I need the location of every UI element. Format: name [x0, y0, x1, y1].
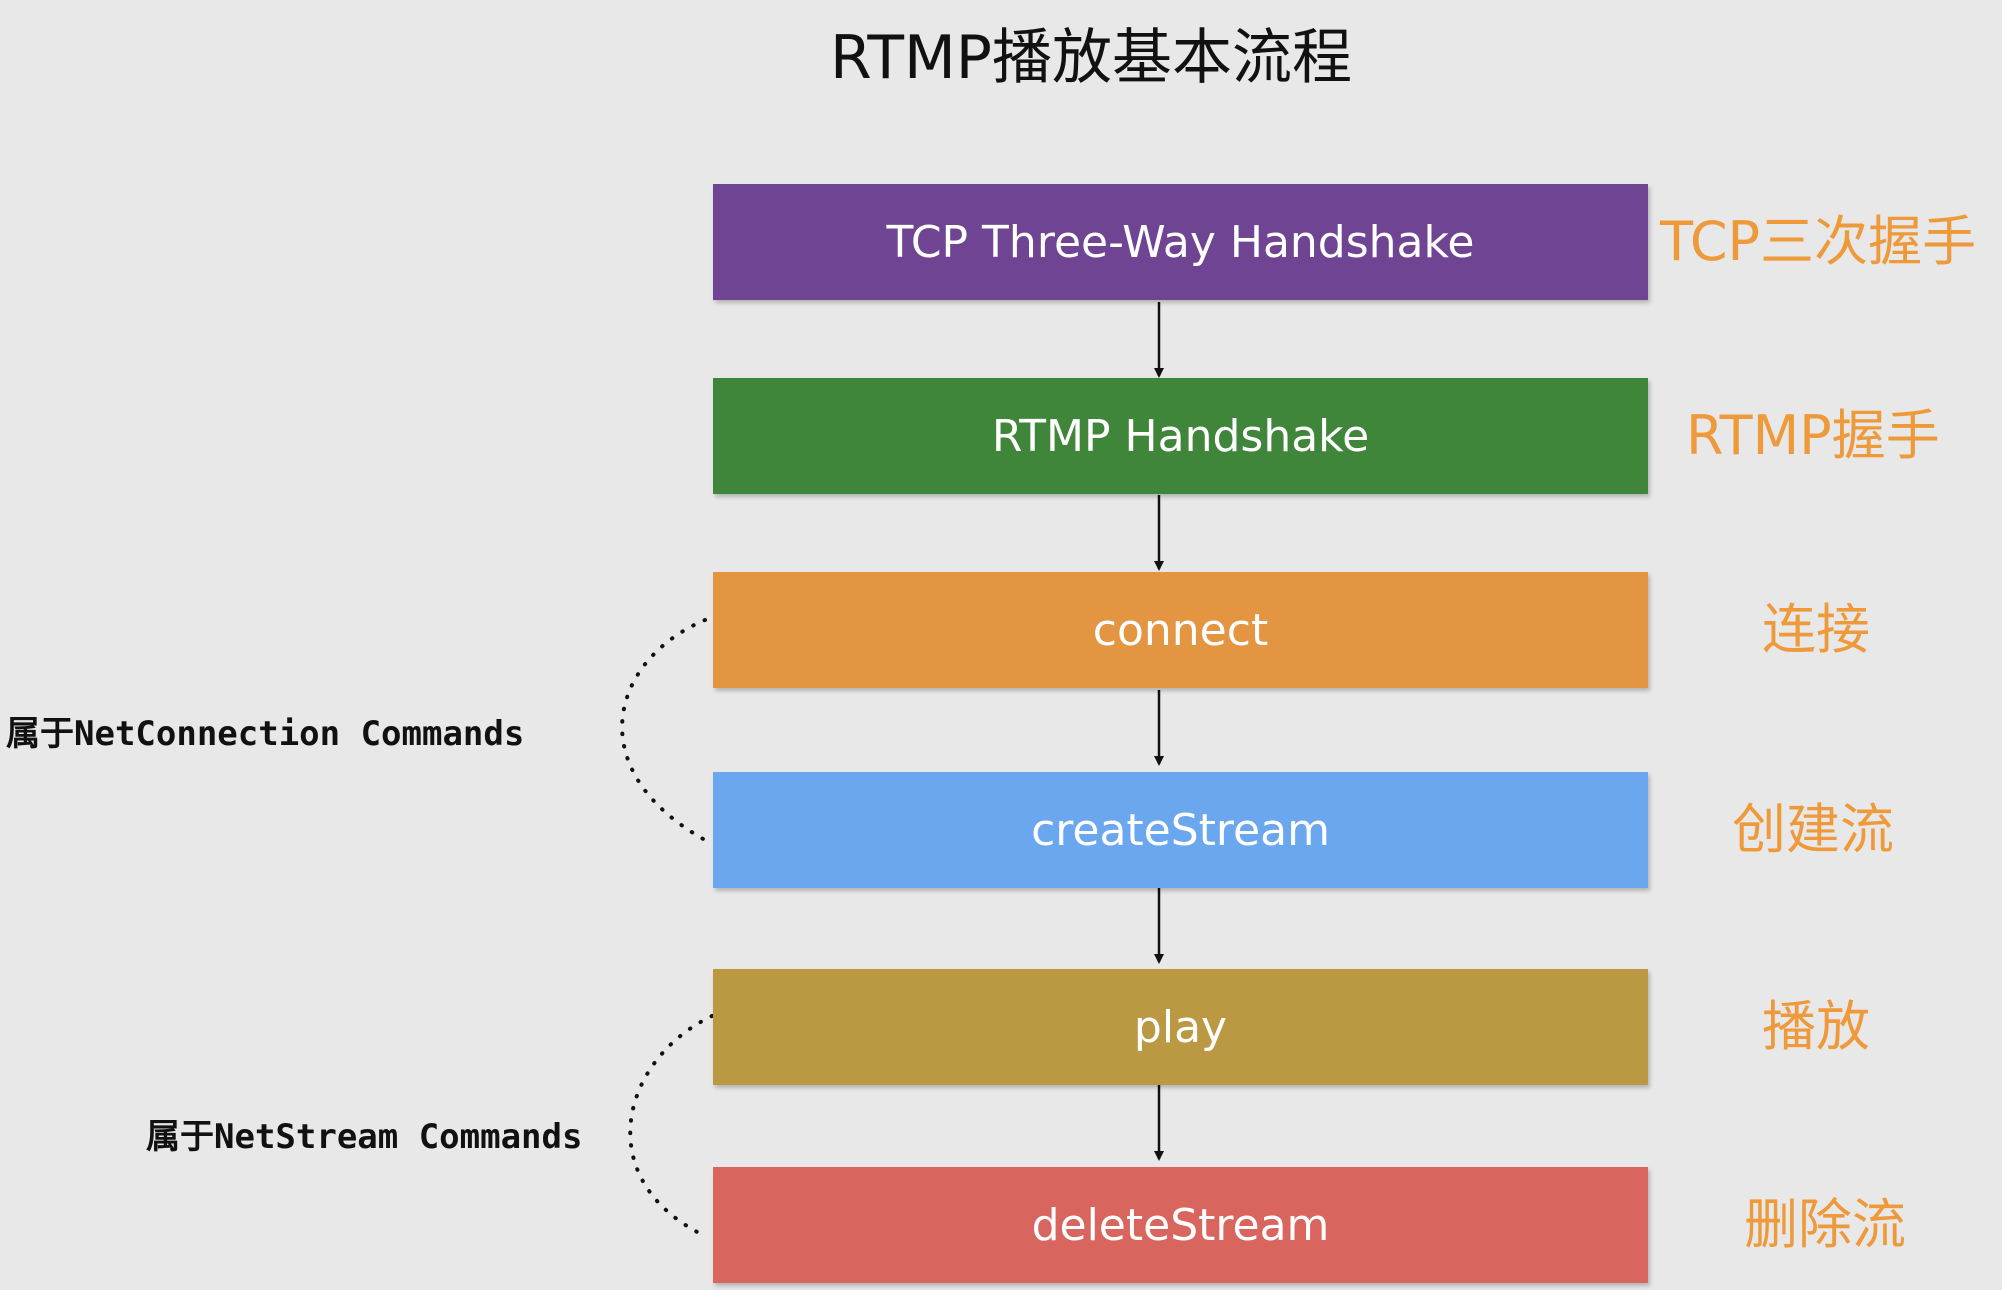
step-annotation-play: 播放	[1762, 995, 1870, 1058]
step-label: connect	[1092, 604, 1269, 656]
step-tcp-three-way-handshake: TCP Three-Way Handshake	[713, 184, 1648, 300]
netstream-bracket	[628, 1014, 714, 1238]
netconnection-commands-label: 属于NetConnection Commands	[6, 714, 525, 754]
netstream-commands-label: 属于NetStream Commands	[146, 1117, 583, 1157]
step-label: createStream	[1031, 804, 1330, 856]
netconnection-bracket	[620, 618, 707, 842]
step-delete-stream: deleteStream	[713, 1167, 1648, 1283]
step-create-stream: createStream	[713, 772, 1648, 888]
step-label: deleteStream	[1031, 1199, 1330, 1251]
step-annotation-connect: 连接	[1762, 598, 1870, 661]
step-label: RTMP Handshake	[991, 410, 1370, 462]
step-connect: connect	[713, 572, 1648, 688]
step-rtmp-handshake: RTMP Handshake	[713, 378, 1648, 494]
step-play: play	[713, 969, 1648, 1085]
step-label: play	[1133, 1001, 1228, 1053]
step-annotation-create-stream: 创建流	[1732, 798, 1894, 861]
step-label: TCP Three-Way Handshake	[886, 216, 1475, 268]
diagram-title: RTMP播放基本流程	[830, 23, 1352, 93]
step-annotation-rtmp-handshake: RTMP握手	[1686, 404, 1940, 467]
step-annotation-tcp-three-way-handshake: TCP三次握手	[1660, 210, 1977, 273]
step-annotation-delete-stream: 删除流	[1744, 1193, 1906, 1256]
